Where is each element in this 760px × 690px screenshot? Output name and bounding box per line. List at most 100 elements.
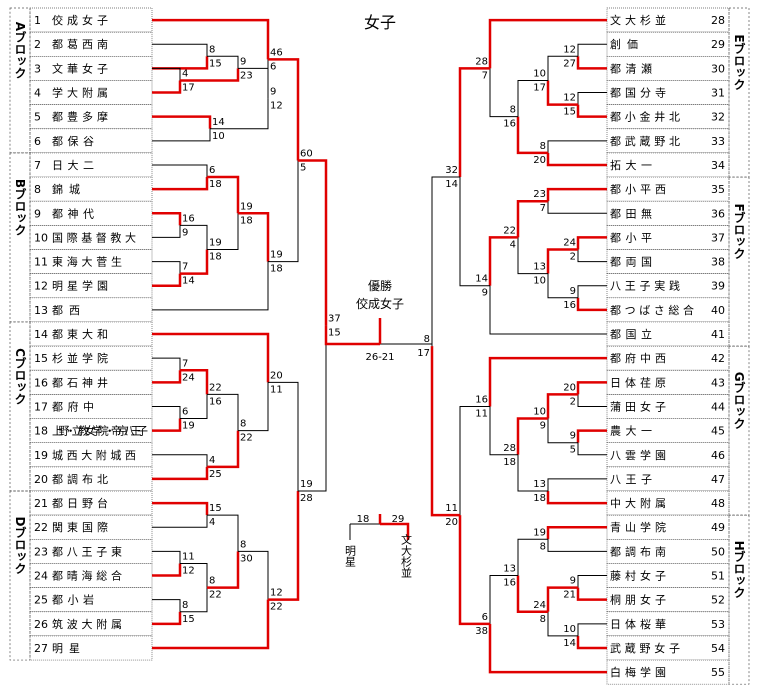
c-r1b-lower [152,418,182,432]
team-number: 29 [711,38,725,51]
score-lower: 4 [510,239,516,250]
g-r1c-upper [547,478,607,491]
team-box [606,345,730,371]
score-lower: 17 [417,348,430,359]
third-right-team: 文大杉並 [400,533,413,578]
f-r1c-lower [576,297,607,312]
right-final-upper [431,176,460,347]
score-upper: 19 [300,479,313,490]
team-box [606,225,730,250]
team-box [606,31,730,57]
team-box [606,321,730,347]
team-name: 都両国 [610,256,652,269]
team-number: 2 [34,38,41,51]
a-r2-upper [207,55,239,69]
team-box [29,369,153,395]
h-r3-lower [516,575,548,613]
ef-semi-upper [458,67,490,178]
score-lower: 14 [182,276,195,287]
team-name: 都小岩 [52,593,94,607]
team-box [29,55,153,81]
team-box [29,466,153,492]
team-number: 22 [34,521,48,534]
a-r1c-lower [152,128,211,142]
score-upper: 46 [270,47,283,58]
g-final-lower [489,406,518,456]
a-r1-lower [152,56,209,70]
team-number: 19 [34,449,48,462]
score-upper: 60 [300,148,313,159]
score-lower: 11 [475,408,488,419]
team-box [29,538,153,564]
team-name: 拓大一 [610,158,652,172]
team-box [606,635,730,661]
score-upper: 19 [270,250,283,261]
team-name: 都小平 [610,231,652,244]
b-r3-upper [207,175,240,214]
h-r2-lower [547,611,578,637]
score-upper: 28 [503,443,516,454]
score-lower: 14 [563,638,576,649]
score-lower: 15 [209,58,222,69]
score-upper: 9 [570,431,576,442]
score-upper: 7 [182,262,188,273]
score-lower: 25 [209,469,222,480]
d-r1c-upper [152,599,181,612]
score-upper: 10 [533,68,546,79]
score-lower: 2 [570,252,576,263]
score-lower: 16 [503,119,516,130]
g-r1b-upper [576,429,607,443]
e-r3-lower [516,116,548,155]
e-r1-lower [576,56,607,70]
g-r3-upper [516,417,548,455]
block-label: Fブロック [732,203,746,259]
d-r1-lower [152,515,208,528]
score-lower: 4 [209,517,215,528]
gh-semi-upper [459,405,490,516]
team-box [606,514,730,540]
score-lower: 19 [182,421,195,432]
h-r1-lower [547,539,607,552]
block-label: Hブロック [732,541,746,599]
team-number: 23 [34,545,48,558]
team-number: 12 [34,280,48,293]
team-box [29,587,153,613]
team-number: 15 [34,352,48,365]
score-lower: 16 [209,396,222,407]
g-r2-lower [547,418,578,444]
score-upper: 8 [240,419,246,430]
score-lower: 12 [270,101,283,112]
team-box [606,80,730,105]
score-lower: 18 [240,215,253,226]
a-r1c-upper [152,115,212,129]
team-number: 27 [34,642,48,655]
score-upper: 4 [209,455,215,466]
h-r1b-lower [576,587,607,601]
b-r1b-upper [152,212,182,226]
third-left-team: 明星 [344,545,357,567]
team-number: 10 [34,231,48,244]
e-r2-lower [546,80,578,106]
block-label: Cブロック [13,348,27,405]
score-upper: 20 [270,370,283,381]
page-title: 女子 [364,13,396,32]
score-lower: 24 [182,372,195,383]
e-r1b-lower [576,104,607,118]
score-lower: 21 [563,590,576,601]
c-r2-lower [180,394,208,420]
team-box [29,394,153,419]
team-number: 48 [711,497,725,510]
score-lower: 38 [475,626,488,637]
score-lower: 14 [445,179,458,190]
score-upper: 11 [445,503,458,514]
score-lower: 18 [209,179,222,190]
score-upper: 24 [533,600,546,611]
f-r2-upper [546,248,578,274]
a-r1b-lower [152,80,182,94]
left-final-upper [298,159,328,326]
score-lower: 27 [563,58,576,69]
score-lower: 23 [240,70,253,81]
team-number: 5 [34,111,41,124]
